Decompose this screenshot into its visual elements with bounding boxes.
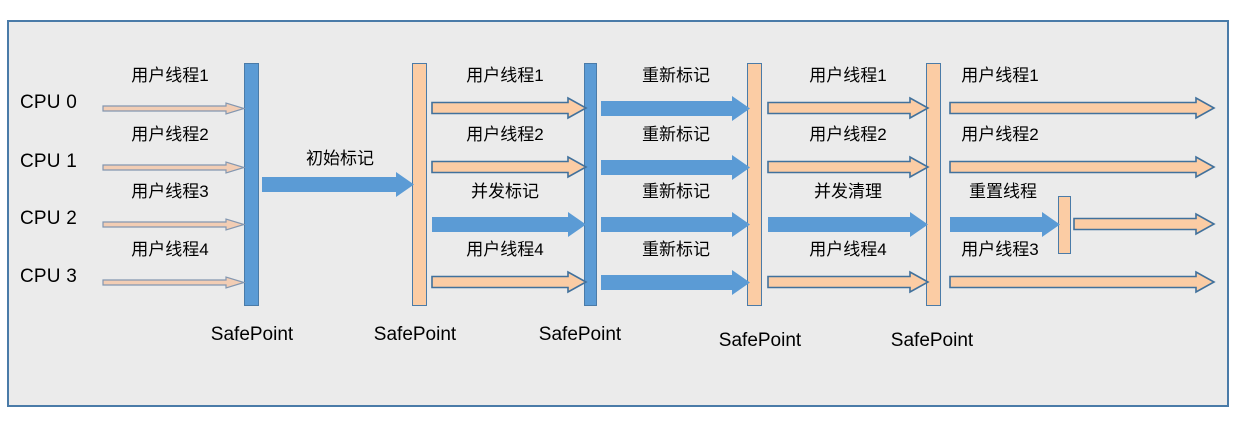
arrow-user-thread-1-stage2-label: 用户线程1 (466, 66, 544, 85)
arrow-user-thread-2-stage3-label: 用户线程2 (809, 125, 887, 144)
arrow-user-thread-2-stage2 (431, 155, 588, 179)
arrow-user-thread-1-stage2 (431, 96, 588, 120)
arrow-user-thread-2-stage3 (767, 155, 930, 179)
safepoint-4-label: SafePoint (718, 330, 802, 351)
arrow-remark-row1 (601, 154, 750, 180)
cpu-row-label-0: CPU 0 (20, 92, 77, 113)
arrow-reset-thread-label: 重置线程 (969, 182, 1037, 201)
arrow-remark-row3 (601, 269, 750, 295)
arrow-remark-row2 (601, 211, 750, 237)
arrow-concurrent-sweep-label: 并发清理 (814, 182, 882, 201)
arrow-user-thread-3-stage4-label: 用户线程3 (961, 240, 1039, 259)
arrow-user-thread-4-stage1-label: 用户线程4 (131, 240, 209, 259)
arrow-user-thread-4-stage3-label: 用户线程4 (809, 240, 887, 259)
arrow-user-thread-2-stage4 (949, 155, 1216, 179)
arrow-user-thread-4-stage2-label: 用户线程4 (466, 240, 544, 259)
safepoint-3-bar (584, 63, 597, 306)
arrow-remark-row0 (601, 95, 750, 121)
arrow-user-thread-4-stage2 (431, 270, 588, 294)
arrow-concurrent-mark (432, 211, 586, 237)
arrow-reset-thread (950, 211, 1060, 237)
arrow-user-thread-4-stage1 (102, 275, 247, 289)
arrow-initial-mark-label: 初始标记 (306, 149, 374, 168)
cpu-row-label-2: CPU 2 (20, 208, 77, 229)
arrow-user-thread-1-stage3 (767, 96, 930, 120)
arrow-user-thread-3-stage1 (102, 217, 247, 231)
arrow-concurrent-sweep (768, 211, 928, 237)
diagram-frame (7, 20, 1229, 407)
arrow-user-thread-1-stage4 (949, 96, 1216, 120)
safepoint-5-bar (926, 63, 941, 306)
arrow-remark-row3-label: 重新标记 (642, 240, 710, 259)
arrow-user-thread-1-stage1-label: 用户线程1 (131, 66, 209, 85)
safepoint-2-bar (412, 63, 427, 306)
arrow-reset-thread-continue (1073, 212, 1216, 236)
arrow-user-thread-1-stage1 (102, 101, 247, 115)
arrow-user-thread-3-stage4 (949, 270, 1216, 294)
safepoint-3-label: SafePoint (538, 324, 622, 345)
arrow-user-thread-2-stage1-label: 用户线程2 (131, 125, 209, 144)
arrow-remark-row2-label: 重新标记 (642, 182, 710, 201)
arrow-user-thread-2-stage4-label: 用户线程2 (961, 125, 1039, 144)
cpu-row-label-1: CPU 1 (20, 151, 77, 172)
arrow-initial-mark (262, 171, 414, 197)
arrow-remark-row1-label: 重新标记 (642, 125, 710, 144)
arrow-user-thread-2-stage1 (102, 160, 247, 174)
safepoint-2-label: SafePoint (373, 324, 457, 345)
arrow-remark-row0-label: 重新标记 (642, 66, 710, 85)
arrow-user-thread-1-stage3-label: 用户线程1 (809, 66, 887, 85)
arrow-user-thread-3-stage1-label: 用户线程3 (131, 182, 209, 201)
safepoint-1-bar (244, 63, 259, 306)
arrow-concurrent-mark-label: 并发标记 (471, 182, 539, 201)
arrow-user-thread-2-stage2-label: 用户线程2 (466, 125, 544, 144)
arrow-user-thread-4-stage3 (767, 270, 930, 294)
arrow-user-thread-1-stage4-label: 用户线程1 (961, 66, 1039, 85)
safepoint-1-label: SafePoint (210, 324, 294, 345)
safepoint-4-bar (747, 63, 762, 306)
cpu-row-label-3: CPU 3 (20, 266, 77, 287)
safepoint-5-label: SafePoint (890, 330, 974, 351)
